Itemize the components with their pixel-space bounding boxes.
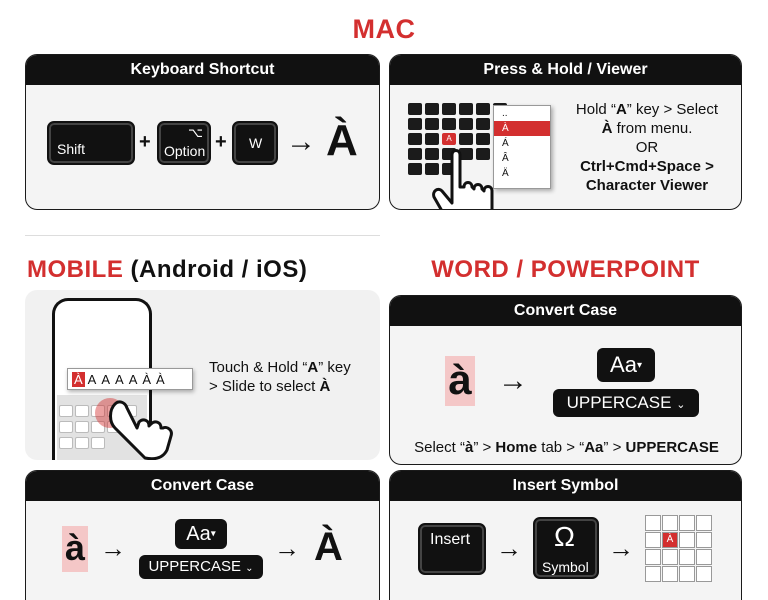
uppercase-option[interactable]: UPPERCASE ⌄ xyxy=(139,555,263,579)
pointing-hand-icon xyxy=(109,400,173,460)
symbol-grid: À xyxy=(645,515,715,585)
option-key-label: Option xyxy=(164,143,206,159)
arrow-icon: → xyxy=(274,533,300,563)
highlight-a-key: A xyxy=(442,133,456,145)
popup-letter: À xyxy=(156,371,165,387)
word-convert-case-title: Convert Case xyxy=(390,296,741,326)
accent-menu-item: Â xyxy=(502,153,509,164)
plus-sign-1: + xyxy=(139,131,151,153)
popup-letter: A xyxy=(101,371,111,387)
heading-mobile: MOBILE (Android / iOS) xyxy=(27,256,308,283)
insert-symbol-title: Insert Symbol xyxy=(390,471,741,501)
mini-keyboard: A xyxy=(408,103,518,193)
arrow-icon: → xyxy=(608,533,634,563)
heading-mac: MAC xyxy=(352,14,416,44)
popup-letter: A xyxy=(87,371,97,387)
w-key-label: W xyxy=(249,135,263,151)
accent-menu-item-selected: À xyxy=(494,121,550,136)
keyboard-shortcut-panel: Keyboard Shortcut Shift + ⌥ Option + W →… xyxy=(25,54,380,210)
chevron-down-icon: ⌄ xyxy=(245,563,254,574)
mobile-convert-case-title: Convert Case xyxy=(26,471,379,501)
shift-key-label: Shift xyxy=(57,141,86,157)
word-convert-case-panel: Convert Case à → Aa▾ UPPERCASE ⌄ Select … xyxy=(389,295,742,465)
shift-key: Shift xyxy=(47,121,135,165)
change-case-button[interactable]: Aa▾ xyxy=(597,348,655,382)
mobile-convert-case-panel: Convert Case à → Aa▾ UPPERCASE ⌄ → À xyxy=(25,470,380,600)
uppercase-option[interactable]: UPPERCASE ⌄ xyxy=(553,389,699,417)
accent-menu-item: Á xyxy=(502,138,509,149)
accent-menu-item: .. xyxy=(502,108,508,119)
keyboard-shortcut-title: Keyboard Shortcut xyxy=(26,55,379,85)
omega-icon: Ω xyxy=(554,521,575,552)
chevron-down-icon: ⌄ xyxy=(676,399,686,411)
lowercase-letter: à xyxy=(62,526,88,572)
press-hold-instructions: Hold “A” key > Select À from menu. OR Ct… xyxy=(575,101,719,194)
accent-popup: À A A A A À À xyxy=(67,368,193,390)
result-letter: À xyxy=(314,525,343,569)
section-divider xyxy=(25,235,380,236)
caret-down-icon: ▾ xyxy=(210,528,216,540)
popup-letter: À xyxy=(142,371,152,387)
mobile-instructions: Touch & Hold “A” key > Slide to select À xyxy=(209,359,351,395)
option-key: ⌥ Option xyxy=(157,121,211,165)
heading-word-powerpoint: WORD / POWERPOINT xyxy=(431,256,700,283)
pointing-hand-icon xyxy=(432,149,494,209)
accent-menu: .. À Á Â Ä xyxy=(493,105,551,189)
arrow-icon: → xyxy=(286,125,316,158)
arrow-icon: → xyxy=(100,533,126,563)
accent-menu-item: Ä xyxy=(502,168,509,179)
popup-letter: A xyxy=(128,371,138,387)
insert-symbol-panel: Insert Symbol Insert → Ω Symbol → À xyxy=(389,470,742,600)
w-key: W xyxy=(232,121,278,165)
insert-tab-button[interactable]: Insert xyxy=(418,523,486,575)
word-convert-instructions: Select “à” > Home tab > “Aa” > UPPERCASE xyxy=(414,439,719,456)
caret-down-icon: ▾ xyxy=(636,360,642,372)
arrow-icon: → xyxy=(496,533,522,563)
arrow-icon: → xyxy=(498,364,528,397)
option-symbol-icon: ⌥ xyxy=(188,125,203,140)
change-case-button[interactable]: Aa▾ xyxy=(175,519,227,549)
popup-letter-selected: À xyxy=(72,371,85,387)
press-hold-title: Press & Hold / Viewer xyxy=(390,55,741,85)
symbol-button[interactable]: Ω Symbol xyxy=(533,517,599,579)
plus-sign-2: + xyxy=(215,131,227,153)
popup-letter: A xyxy=(115,371,124,387)
symbol-grid-selected[interactable]: À xyxy=(662,532,678,548)
result-letter: À xyxy=(326,116,358,165)
mobile-panel: À A A A A À À Touch & Hold “A” key > Sli… xyxy=(25,290,380,460)
press-hold-panel: Press & Hold / Viewer A .. À Á Â Ä Hold … xyxy=(389,54,742,210)
lowercase-letter: à xyxy=(445,356,475,406)
